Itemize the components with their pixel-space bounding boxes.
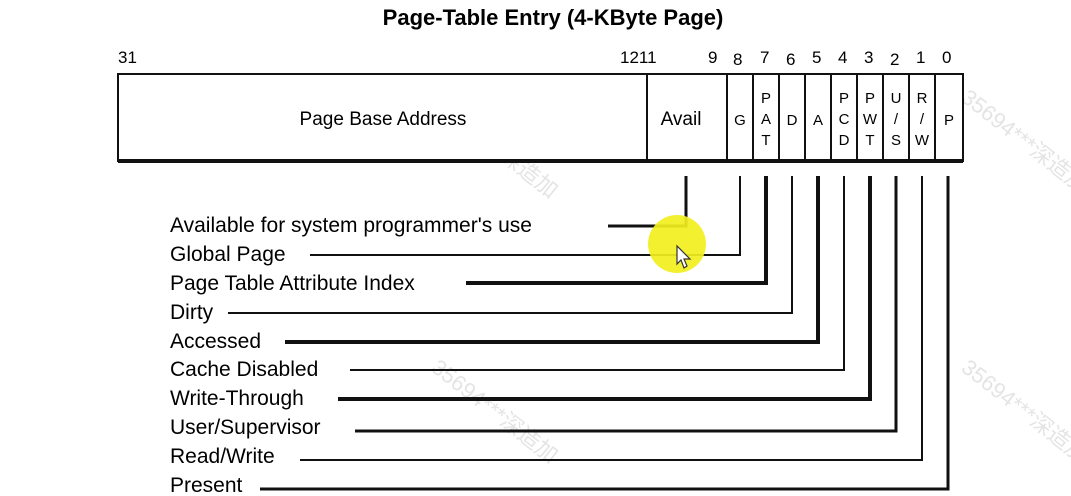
bit-number: 9 — [708, 48, 717, 67]
field-pat-letter: A — [761, 111, 771, 128]
legend-label: User/Supervisor — [170, 416, 321, 439]
bit-number: 4 — [838, 48, 847, 67]
field-accessed: A — [813, 112, 823, 129]
field-us-letter: / — [894, 111, 899, 128]
bit-number: 31 — [118, 48, 137, 67]
legend-label: Global Page — [170, 243, 286, 266]
field-pat-letter: T — [761, 132, 770, 149]
legend: Available for system programmer's use Gl… — [170, 214, 532, 496]
field-dirty: D — [787, 112, 798, 129]
bit-number: 6 — [786, 50, 795, 69]
bit-number-row: 31 1211 9 8 7 6 5 4 3 2 1 0 — [118, 48, 951, 69]
field-rw-letter: W — [915, 132, 930, 149]
leader-line-global — [310, 176, 741, 256]
diagram-title: Page-Table Entry (4-KByte Page) — [383, 5, 724, 30]
leader-lines — [228, 176, 950, 491]
legend-label: Dirty — [170, 301, 214, 324]
field-us-letter: U — [891, 90, 902, 107]
field-global: G — [734, 112, 746, 129]
field-us-letter: S — [891, 132, 901, 149]
field-present: P — [944, 112, 954, 129]
legend-label: Present — [170, 474, 243, 496]
legend-label: Available for system programmer's use — [170, 214, 532, 237]
bit-number: 8 — [733, 50, 742, 69]
legend-label: Read/Write — [170, 445, 275, 468]
field-rw-letter: R — [917, 90, 928, 107]
bit-number: 0 — [942, 48, 951, 67]
field-page-base-address: Page Base Address — [300, 109, 467, 130]
legend-label: Page Table Attribute Index — [170, 272, 415, 295]
entry-register: Page Base Address Avail G P A T D A P C … — [117, 73, 964, 163]
leader-line-pwt — [338, 176, 872, 401]
mouse-cursor-highlight — [648, 215, 706, 273]
mouse-pointer-icon — [676, 244, 692, 269]
leader-line-pat — [466, 176, 768, 285]
leader-line-dirty — [228, 176, 793, 314]
field-pcd-letter: P — [839, 90, 849, 107]
leader-line-rw — [300, 176, 923, 461]
watermark: 35694***深造加 — [427, 354, 563, 468]
legend-label: Accessed — [170, 330, 261, 353]
bit-number: 5 — [812, 48, 821, 67]
watermark: 35694***深造加 — [957, 354, 1071, 468]
field-pwt-letter: P — [865, 90, 875, 107]
legend-label: Write-Through — [170, 387, 304, 410]
leader-line-present — [260, 176, 950, 491]
bit-number: 1 — [916, 48, 925, 67]
field-pcd-letter: C — [839, 111, 850, 128]
bit-number: 1211 — [620, 48, 657, 67]
field-pcd-letter: D — [839, 132, 850, 149]
bit-number: 2 — [890, 50, 899, 69]
leader-line-accessed — [285, 176, 820, 344]
field-pwt-letter: W — [863, 111, 878, 128]
field-rw-letter: / — [920, 111, 925, 128]
cursor-halo — [648, 215, 706, 273]
legend-label: Cache Disabled — [170, 358, 318, 381]
field-pwt-letter: T — [865, 132, 874, 149]
entry-outline — [117, 73, 964, 162]
field-pat-letter: P — [761, 90, 771, 107]
leader-line-us — [355, 176, 898, 433]
bit-number: 3 — [864, 48, 873, 67]
watermark: 35694***深造加 — [957, 84, 1071, 198]
field-avail: Avail — [661, 109, 702, 130]
leader-line-pcd — [350, 176, 845, 371]
bit-number: 7 — [760, 48, 769, 67]
